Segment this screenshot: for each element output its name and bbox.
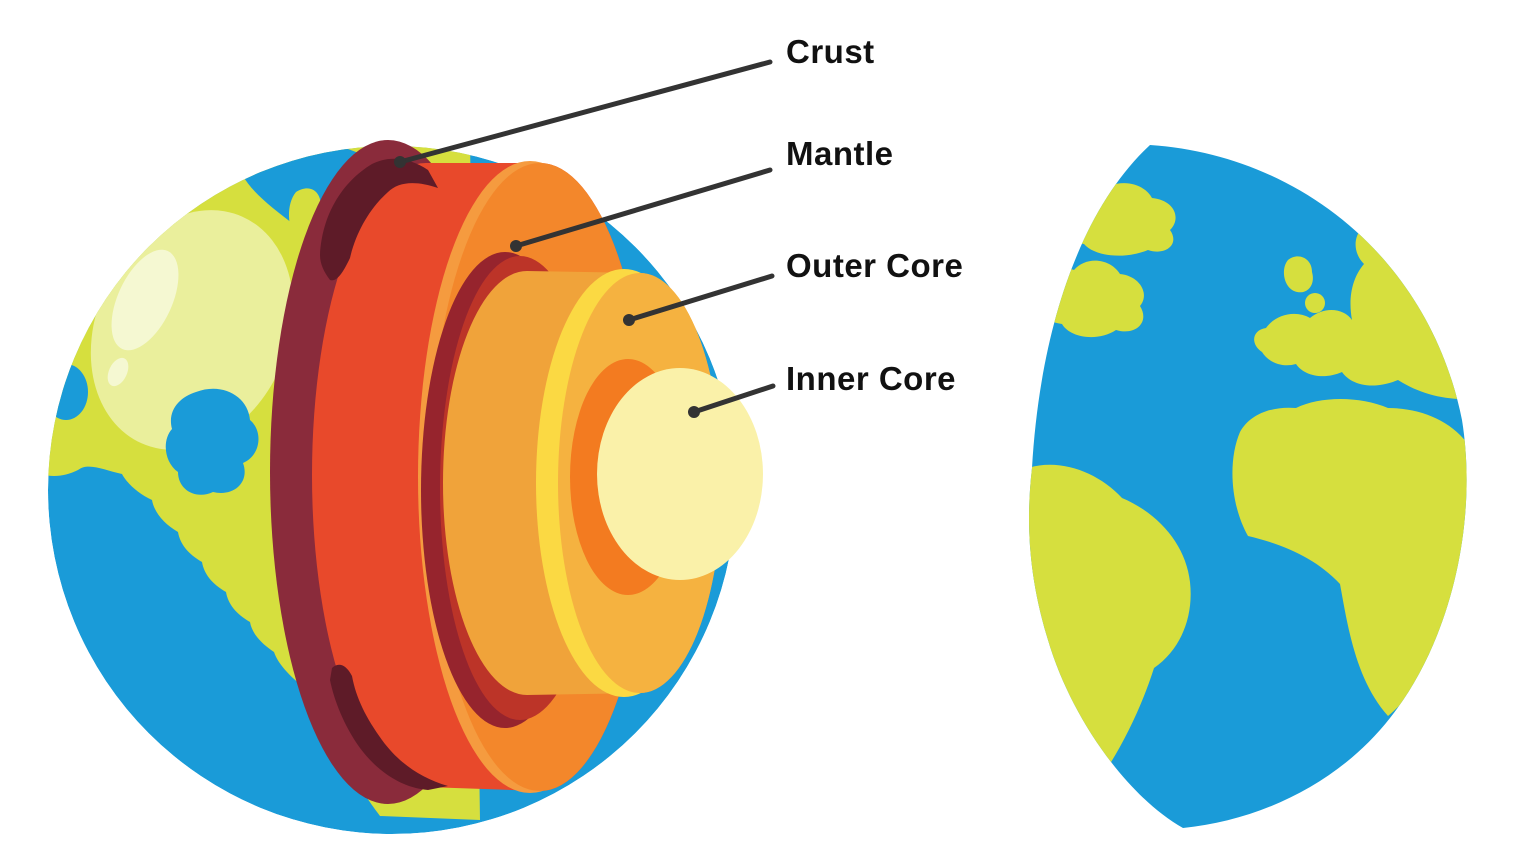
globe-shine [111, 249, 179, 351]
leader-line-mantle [513, 167, 773, 249]
leader-lines [397, 59, 776, 415]
leader-dot-mantle [510, 240, 522, 252]
crust-inner-top-crescent [320, 158, 438, 281]
continent-island-1 [1283, 256, 1313, 293]
leader-line-inner-core [691, 383, 776, 415]
continent-africa [1232, 399, 1467, 716]
label-inner-core: Inner Core [786, 360, 957, 397]
label-mantle: Mantle [786, 135, 894, 172]
leader-line-outer-core [626, 273, 775, 323]
label-outer-core: Outer Core [786, 247, 964, 284]
ocean-notch [48, 364, 88, 420]
label-crust: Crust [786, 33, 875, 70]
leader-dots [394, 156, 700, 418]
leader-dot-inner-core [688, 406, 700, 418]
globe-shine-small [107, 357, 129, 387]
right-hemisphere [1029, 145, 1467, 828]
leader-line-crust [397, 59, 773, 165]
continent-island-2 [1305, 293, 1325, 313]
inner-core [597, 368, 763, 580]
leader-dot-outer-core [623, 314, 635, 326]
ocean-inlet [165, 388, 259, 495]
leader-dot-crust [394, 156, 406, 168]
crust-inner-bottom-crescent [330, 664, 448, 790]
